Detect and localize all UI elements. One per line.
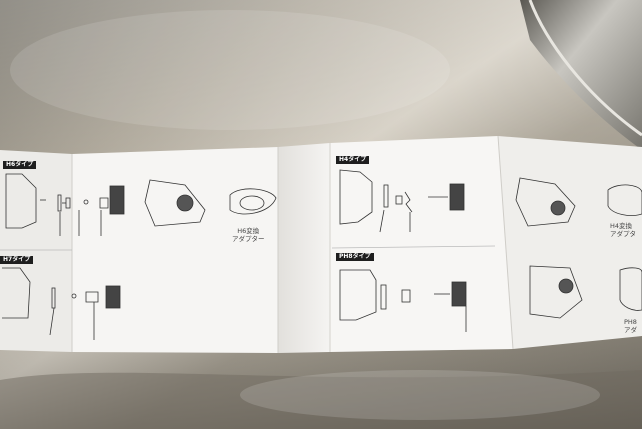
h4-type-label: H4タイプ <box>336 156 370 164</box>
panel-1 <box>0 150 72 352</box>
h4-adapter-caption: H4変換 アダプタ <box>610 222 636 238</box>
panel-2 <box>72 147 278 353</box>
ph8-type-label: PH8タイプ <box>336 253 374 261</box>
leaflet <box>0 135 642 353</box>
h7-type-label: H7タイプ <box>0 256 34 264</box>
ph8-diagram <box>339 265 642 332</box>
h6-diagram <box>5 173 277 236</box>
h6-type-label: H6タイプ <box>3 161 37 169</box>
h6-adapter-caption: H6変換 アダプター <box>232 227 265 243</box>
panel-5 <box>498 136 642 349</box>
h4-diagram <box>339 169 642 233</box>
h7-diagram <box>2 267 121 340</box>
ph8-adapter-caption: PH8 アダ <box>624 318 637 334</box>
panel-3 <box>278 143 330 353</box>
